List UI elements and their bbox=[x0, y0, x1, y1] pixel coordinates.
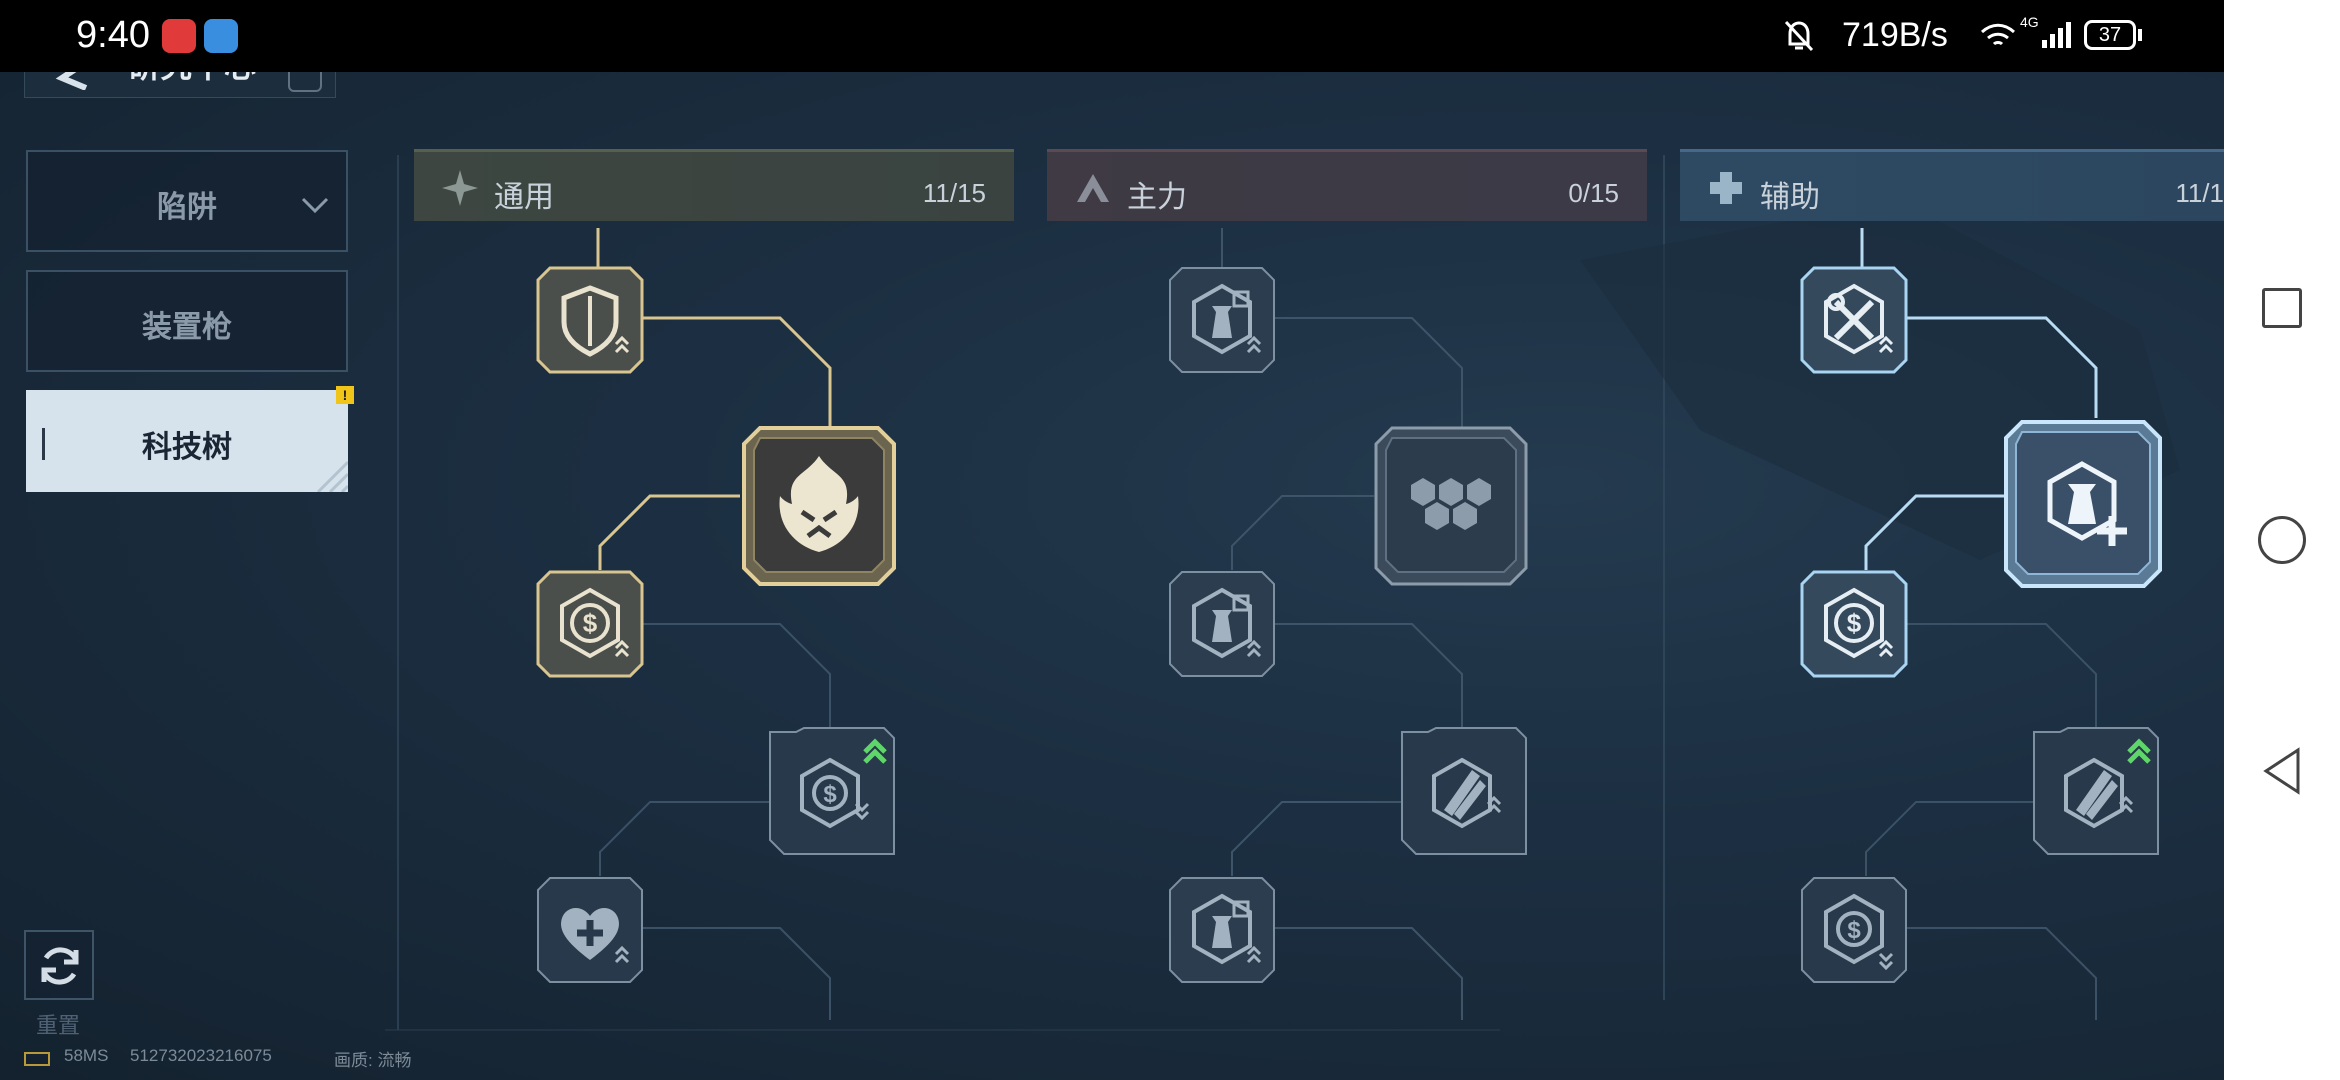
signal-icon bbox=[2042, 22, 2071, 48]
tech-node-heal[interactable] bbox=[536, 876, 644, 989]
missiles-icon bbox=[1401, 727, 1527, 855]
app-notification-icon bbox=[204, 19, 238, 53]
chevron-down-icon bbox=[301, 197, 329, 214]
app-notification-icon bbox=[162, 19, 196, 53]
sidebar-item-label: 装置枪 bbox=[142, 311, 232, 344]
tower-plus-icon bbox=[2004, 420, 2162, 588]
mountain-icon bbox=[1077, 174, 1109, 202]
reset-label: 重置 bbox=[36, 1013, 81, 1038]
svg-text:$: $ bbox=[1847, 917, 1861, 944]
sidebar-item-label: 陷阱 bbox=[157, 191, 217, 224]
navigation-bar bbox=[2224, 0, 2340, 1080]
tech-node-hexagon[interactable] bbox=[1374, 426, 1528, 591]
sidebar-item-label: 科技树 bbox=[142, 431, 232, 464]
back-triangle-icon[interactable] bbox=[2260, 746, 2304, 796]
tech-node-coin-target[interactable]: $ bbox=[768, 726, 896, 863]
reset-button[interactable] bbox=[24, 930, 94, 1000]
network-type: 4G bbox=[2020, 14, 2039, 30]
column-title: 辅助 bbox=[1760, 181, 1820, 214]
honeycomb-icon bbox=[1374, 426, 1528, 586]
game-screen: 研究中心 陷阱 装置枪 科技树 ! 通用 11/15 主力 0/15 辅助 11… bbox=[0, 0, 2224, 1080]
svg-text:$: $ bbox=[1847, 608, 1862, 638]
heart-plus-icon bbox=[537, 877, 643, 983]
upgrade-available-icon bbox=[863, 738, 887, 764]
tech-node-coin[interactable]: $ bbox=[536, 570, 644, 683]
quality-text: 画质: 流畅 bbox=[334, 1051, 412, 1070]
column-count: 11/1 bbox=[2175, 178, 2224, 208]
home-button[interactable] bbox=[2258, 516, 2306, 564]
tech-node-tower-box[interactable] bbox=[1168, 266, 1276, 379]
plus-cluster-icon bbox=[1710, 172, 1742, 204]
coin-target-icon: $ bbox=[1801, 877, 1907, 983]
ping-indicator-icon bbox=[24, 1052, 50, 1066]
coin-icon: $ bbox=[1800, 570, 1908, 678]
tech-node-repair[interactable] bbox=[1800, 266, 1908, 379]
tech-node-shield[interactable] bbox=[536, 266, 644, 379]
notification-badge: ! bbox=[336, 386, 354, 404]
coin-icon: $ bbox=[536, 570, 644, 678]
shield-icon bbox=[536, 266, 644, 374]
mute-bell-icon bbox=[1784, 20, 1814, 52]
wifi-icon bbox=[1980, 23, 2016, 46]
wrench-screwdriver-icon bbox=[1800, 266, 1908, 374]
uid-text: 512732023216075 bbox=[130, 1046, 272, 1065]
tech-node-fire-demon[interactable] bbox=[742, 426, 896, 591]
tech-node-coin-support[interactable]: $ bbox=[1800, 570, 1908, 683]
tower-box-icon bbox=[1169, 877, 1275, 983]
active-marker bbox=[42, 428, 45, 460]
tech-node-tower-box-2[interactable] bbox=[1168, 570, 1276, 683]
column-count: 0/15 bbox=[1568, 178, 1619, 208]
network-speed: 719B/s bbox=[1842, 16, 1948, 54]
coin-target-icon: $ bbox=[769, 727, 895, 855]
tower-box-icon bbox=[1169, 571, 1275, 677]
sidebar-item-device-gun[interactable]: 装置枪 bbox=[26, 270, 348, 372]
recent-apps-button[interactable] bbox=[2262, 288, 2302, 328]
column-title: 主力 bbox=[1127, 181, 1187, 214]
battery-indicator: 37 bbox=[2084, 20, 2136, 50]
column-title: 通用 bbox=[494, 181, 554, 214]
column-count: 11/15 bbox=[922, 178, 986, 208]
status-bar: 9:40 719B/s 4G 37 bbox=[0, 0, 2224, 72]
tech-node-tower-heal[interactable] bbox=[2004, 420, 2162, 593]
tech-node-tower-box-3[interactable] bbox=[1168, 876, 1276, 989]
star-compass-icon bbox=[442, 170, 478, 206]
tech-node-coin-target-support[interactable]: $ bbox=[1800, 876, 1908, 989]
tech-tree-connectors bbox=[596, 228, 2098, 1020]
missiles-icon bbox=[2033, 727, 2159, 855]
ping-text: 58MS bbox=[64, 1046, 109, 1065]
column-header-general: 通用 11/15 bbox=[414, 149, 1014, 221]
sidebar-item-tech-tree[interactable]: 科技树 bbox=[26, 390, 348, 492]
refresh-icon bbox=[41, 947, 79, 985]
stripe-decoration bbox=[316, 460, 348, 492]
svg-text:$: $ bbox=[583, 608, 598, 638]
sidebar-item-trap[interactable]: 陷阱 bbox=[26, 150, 348, 252]
flame-demon-icon bbox=[742, 426, 896, 586]
column-header-main: 主力 0/15 bbox=[1047, 149, 1647, 221]
column-header-support: 辅助 11/1 bbox=[1680, 149, 2224, 221]
upgrade-available-icon bbox=[2127, 738, 2151, 764]
tech-node-missiles[interactable] bbox=[1400, 726, 1528, 863]
clock: 9:40 bbox=[76, 14, 150, 56]
tech-node-missiles-support[interactable] bbox=[2032, 726, 2160, 863]
svg-text:$: $ bbox=[823, 781, 837, 808]
tower-box-icon bbox=[1169, 267, 1275, 373]
battery-tip bbox=[2138, 29, 2142, 41]
